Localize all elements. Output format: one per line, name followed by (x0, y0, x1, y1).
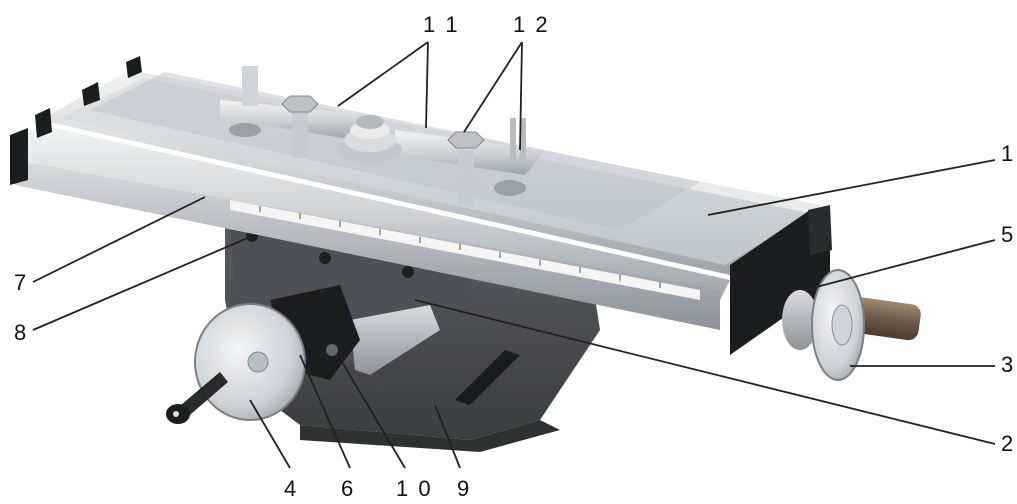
crank-handle (175, 372, 228, 420)
callout-5: 5 (1001, 222, 1016, 247)
leader-line-11a (337, 41, 429, 107)
callout-6: 6 (341, 476, 356, 501)
left-handwheel-assembly (166, 285, 360, 424)
callout-7: 7 (14, 270, 29, 295)
callout-4: 4 (284, 476, 299, 501)
clamp-assembly (220, 66, 545, 205)
screw-head-icon (402, 266, 414, 278)
leader-line-4 (249, 399, 291, 469)
leader-line-6 (299, 354, 351, 469)
leader-line-1 (707, 159, 996, 216)
leader-line-9 (434, 404, 461, 469)
callout-1: 1 (1001, 141, 1016, 166)
callout-12: 1 2 (513, 12, 550, 37)
leader-line-5 (804, 239, 996, 291)
right-handwheel-assembly (782, 269, 921, 381)
graduated-collar (782, 290, 818, 350)
scale-ticks (259, 206, 661, 288)
callout-8: 8 (14, 320, 29, 345)
front-rail-with-scale (15, 125, 730, 330)
leader-line-7 (32, 196, 206, 283)
leader-line-11b (425, 41, 429, 129)
leader-line-12a (463, 41, 523, 133)
leader-line-10 (341, 361, 406, 469)
right-end-bracket (730, 205, 832, 355)
left-end-caps (10, 56, 142, 185)
callout-11: 1 1 (423, 12, 460, 37)
leader-lines (32, 41, 996, 469)
callout-9: 9 (457, 476, 472, 501)
leader-line-2 (414, 299, 996, 445)
callout-10: 1 0 (396, 476, 433, 501)
callout-2: 2 (1001, 431, 1016, 456)
callout-3: 3 (1001, 352, 1016, 377)
leader-line-8 (32, 236, 251, 331)
screw-head-icon (319, 252, 331, 264)
leader-line-12b (519, 41, 523, 151)
